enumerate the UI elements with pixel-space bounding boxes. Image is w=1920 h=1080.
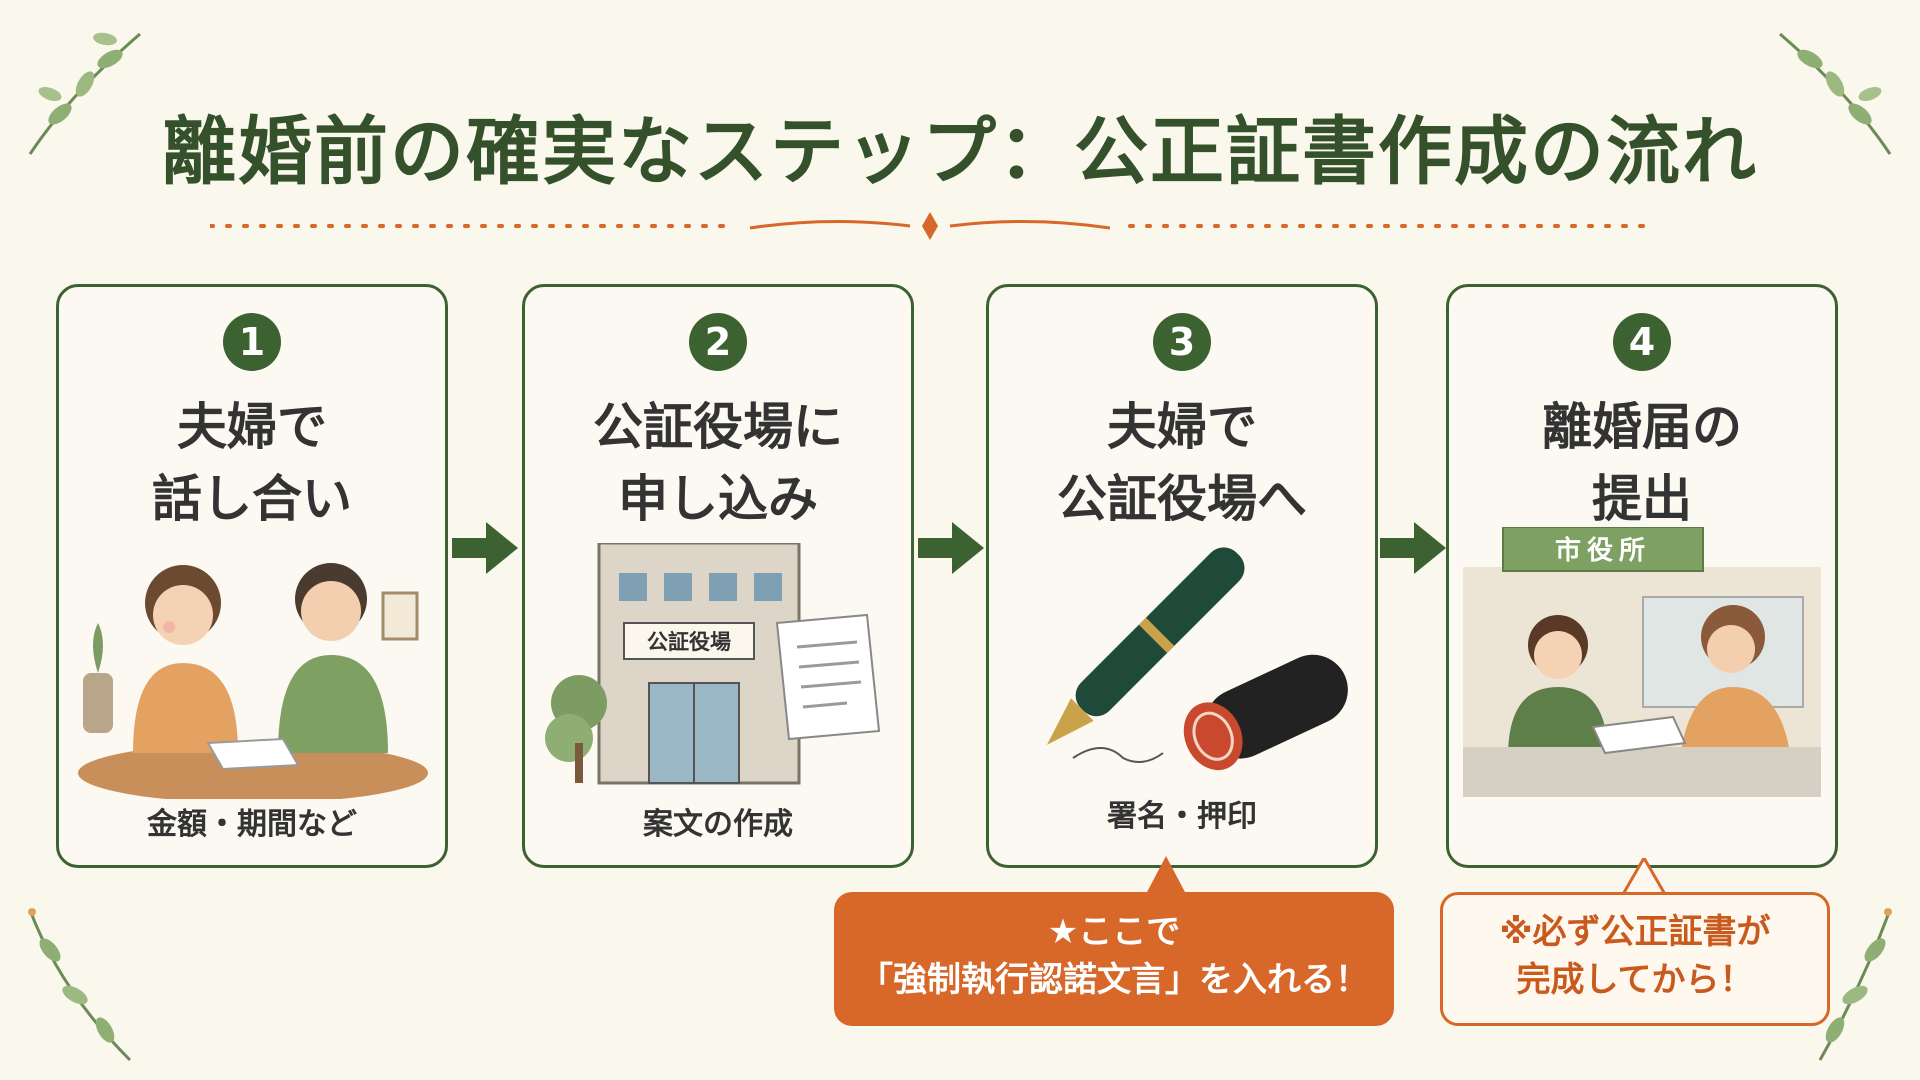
step-subtitle: 案文の作成 [643, 807, 793, 842]
leaf-branch-icon [28, 32, 141, 155]
pen-and-seal-illustration [1046, 547, 1348, 771]
arrow-right-icon [1380, 522, 1446, 574]
step-card-3: 3 夫婦で 公証役場へ 署名・押印 [986, 284, 1378, 868]
step-card-1: 1 夫婦で 話し合い 金額・期間など [56, 284, 448, 868]
couple-discussion-illustration [78, 563, 428, 799]
step-card-2: 2 公証役場に 申し込み 公証役場 案文の作成 [522, 284, 914, 868]
city-office-counter-illustration: 市役所 [1463, 527, 1821, 797]
step-number: 4 [1613, 313, 1671, 371]
office-sign: 市役所 [1555, 535, 1651, 566]
step-number: 2 [689, 313, 747, 371]
leaf-branch-icon [1779, 32, 1892, 155]
step-title: 公証役場に 申し込み [593, 398, 843, 528]
step-number: 1 [223, 313, 281, 371]
step-number: 3 [1153, 313, 1211, 371]
step-title: 夫婦で 話し合い [152, 398, 352, 528]
step-title: 夫婦で 公証役場へ [1057, 398, 1307, 528]
step-subtitle: 金額・期間など [147, 807, 357, 842]
leaf-branch-icon [28, 908, 132, 1062]
arrow-right-icon [452, 522, 518, 574]
step-title: 離婚届の 提出 [1542, 398, 1742, 528]
arrow-right-icon [918, 522, 984, 574]
callout-enforcement-clause: ★ここで 「強制執行認諾文言」を入れる！ [834, 892, 1394, 1026]
building-sign: 公証役場 [647, 630, 731, 654]
callout-complete-first: ※必ず公正証書が 完成してから！ [1440, 892, 1830, 1026]
page-title: 離婚前の確実なステップ：公正証書作成の流れ [162, 109, 1758, 195]
callout-pointer [1146, 856, 1186, 894]
notary-office-illustration: 公証役場 [545, 543, 881, 785]
leaf-branch-icon [1818, 908, 1892, 1061]
step-subtitle: 署名・押印 [1107, 799, 1257, 834]
title-divider [210, 212, 1650, 240]
step-card-4: 4 離婚届の 提出 市役所 [1446, 284, 1838, 868]
